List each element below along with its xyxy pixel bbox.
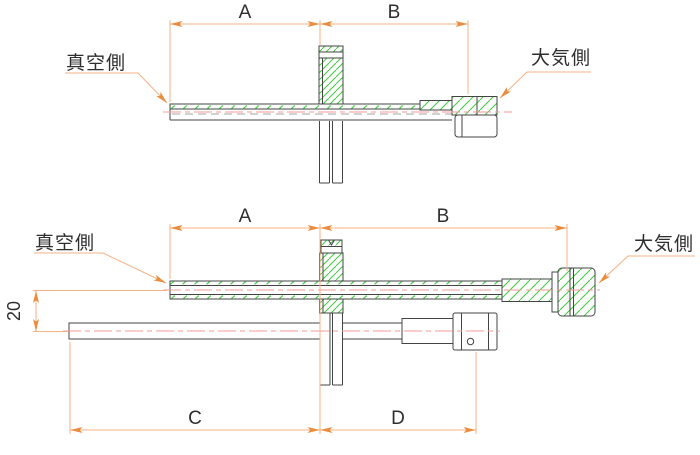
flange-stem <box>319 313 343 386</box>
bottom-view-drawing: A B C D 20 真空側 大気側 <box>4 206 695 434</box>
key-notch <box>328 239 335 246</box>
leader-atmosphere-side <box>598 255 695 284</box>
dimension-lines <box>33 224 695 434</box>
flange-stem <box>319 121 343 184</box>
leader-atmosphere-side <box>499 71 591 99</box>
dim-b-label: B <box>388 2 401 23</box>
offset-20-label: 20 <box>4 301 24 321</box>
set-screw-hole <box>466 337 475 346</box>
leader-vacuum-side <box>34 252 167 284</box>
compression-fitting <box>551 267 596 317</box>
leader-vacuum-side <box>65 72 168 104</box>
dim-c-label: C <box>188 408 202 429</box>
dim-a-label: A <box>239 206 252 227</box>
vacuum-side-label: 真空側 <box>35 232 95 254</box>
atmosphere-side-label: 大気側 <box>634 233 694 255</box>
flange <box>319 239 344 314</box>
dim-b-label: B <box>437 206 450 227</box>
dim-a-label: A <box>239 2 252 23</box>
top-view-drawing: A B 真空側 大気側 <box>65 2 591 184</box>
compression-fitting <box>451 96 498 138</box>
flange <box>318 45 344 108</box>
vacuum-side-label: 真空側 <box>66 52 126 74</box>
dim-d-label: D <box>391 408 405 429</box>
dimension-lines <box>65 20 591 104</box>
sheath-tube <box>169 100 453 121</box>
atmosphere-side-label: 大気側 <box>531 47 591 69</box>
